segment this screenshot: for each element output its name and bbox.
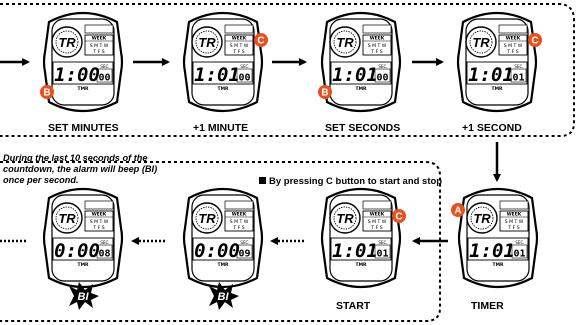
display-seconds: 00 bbox=[98, 73, 110, 84]
display-main-time: 1:00 bbox=[54, 64, 100, 86]
beep-burst-icon bbox=[69, 282, 99, 310]
button-letter: B bbox=[321, 88, 328, 99]
top-row-frame bbox=[0, 3, 575, 137]
beep-text: BI bbox=[218, 291, 230, 303]
display-main-time: 0:00 bbox=[194, 240, 240, 262]
watch-face-icon bbox=[456, 11, 538, 113]
button-letter: C bbox=[531, 36, 538, 47]
button-c-icon: C bbox=[392, 209, 406, 223]
button-letter: A bbox=[454, 206, 461, 217]
button-letter: B bbox=[43, 88, 50, 99]
beep-note-line: countdown, the alarm will beep (BI) bbox=[3, 164, 158, 174]
watch-face-icon bbox=[457, 187, 539, 289]
display-seconds: 01 bbox=[376, 249, 388, 260]
watch-face-icon bbox=[42, 11, 124, 113]
display-seconds: 01 bbox=[512, 73, 524, 84]
step-label-timer: TIMER bbox=[471, 300, 504, 312]
step-label-plus-1-minute: +1 MINUTE bbox=[193, 122, 249, 134]
display-seconds: 00 bbox=[238, 73, 250, 84]
button-letter: C bbox=[257, 36, 264, 47]
step-label-set-minutes: SET MINUTES bbox=[48, 122, 119, 134]
watch-face-icon bbox=[320, 11, 402, 113]
beep-note: During the last 10 seconds of the countd… bbox=[3, 153, 203, 186]
display-main-time: 0:00 bbox=[54, 240, 100, 262]
display-main-time: 1:01 bbox=[468, 64, 514, 86]
watch-face-icon bbox=[42, 187, 124, 289]
beep-note-line: During the last 10 seconds of the bbox=[3, 153, 148, 163]
display-main-time: 1:01 bbox=[332, 64, 378, 86]
display-seconds: 09 bbox=[238, 249, 250, 260]
instruction-label: By pressing C button to start and stop bbox=[269, 176, 443, 187]
step-label-start: START bbox=[336, 300, 371, 312]
step-label-plus-1-second: +1 SECOND bbox=[462, 122, 522, 134]
button-a-icon: A bbox=[451, 203, 465, 217]
bullet-square-icon bbox=[259, 177, 266, 184]
display-main-time: 1:01 bbox=[194, 64, 240, 86]
step-label-set-seconds: SET SECONDS bbox=[325, 122, 401, 134]
button-b-icon: B bbox=[40, 85, 54, 99]
display-seconds: 00 bbox=[376, 73, 388, 84]
button-letter: C bbox=[395, 212, 402, 223]
instruction-text: By pressing C button to start and stop bbox=[259, 176, 442, 187]
button-b-icon: B bbox=[318, 85, 332, 99]
button-c-icon: C bbox=[528, 33, 542, 47]
display-seconds: 01 bbox=[513, 249, 525, 260]
watch-face-icon bbox=[182, 187, 264, 289]
display-main-time: 1:01 bbox=[469, 240, 515, 262]
watch-face-icon bbox=[182, 11, 264, 113]
watch-face-icon bbox=[320, 187, 402, 289]
display-main-time: 1:01 bbox=[332, 240, 378, 262]
display-seconds: 08 bbox=[98, 249, 110, 260]
button-c-icon: C bbox=[254, 33, 268, 47]
bottom-row-frame bbox=[0, 161, 441, 322]
beep-text: BI bbox=[78, 291, 90, 303]
beep-burst-icon bbox=[209, 282, 239, 310]
beep-note-line: once per second. bbox=[3, 175, 79, 185]
